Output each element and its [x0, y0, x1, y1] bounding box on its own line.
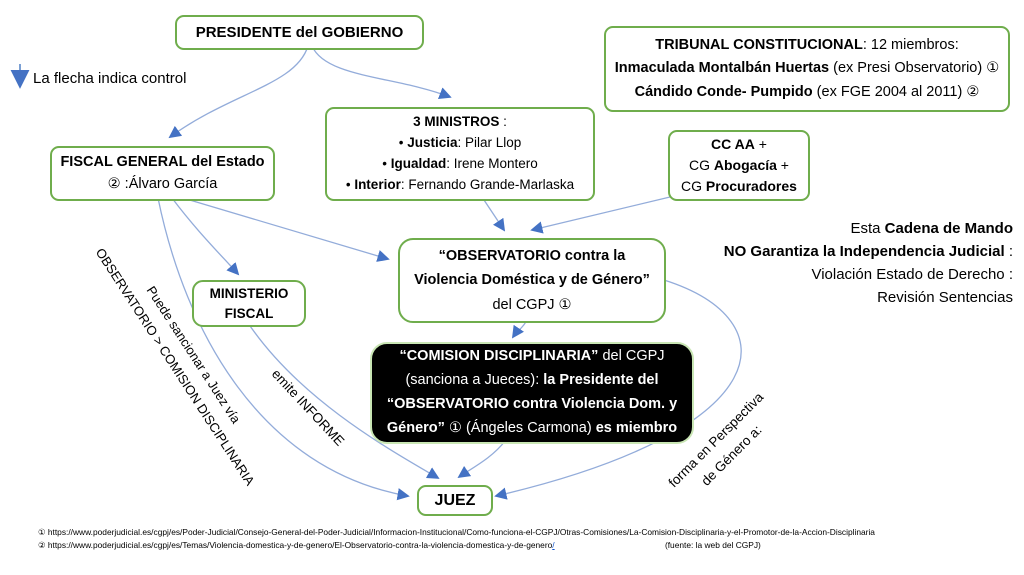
edge-ministros-to-observatorio — [481, 196, 506, 232]
edge-ccaa-to-observatorio — [530, 196, 671, 234]
footnote-2: ② https://www.poderjudicial.es/cgpj/es/T… — [38, 539, 875, 552]
edge-fiscal-to-observatorio — [182, 197, 390, 262]
footnote-2-marker: ② — [38, 539, 46, 550]
footnote-2-url: https://www.poderjudicial.es/cgpj/es/Tem… — [47, 539, 553, 550]
footnotes: ① https://www.poderjudicial.es/cgpj/es/P… — [38, 526, 875, 551]
edge-comision-to-juez — [457, 440, 506, 479]
node-3-ministros: 3 MINISTROS :• Justicia: Pilar Llop• Igu… — [325, 107, 595, 201]
node-comision-disciplinaria: “COMISION DISCIPLINARIA” del CGPJ(sancio… — [370, 342, 694, 444]
node-presidente-del-gobierno: PRESIDENTE del GOBIERNO — [175, 15, 424, 50]
footnote-1-url: https://www.poderjudicial.es/cgpj/es/Pod… — [47, 527, 875, 537]
edge-observatorio-to-juez-perspectiva — [494, 279, 742, 500]
edge-presidente-to-ministros — [311, 45, 452, 99]
footnote-1: ① https://www.poderjudicial.es/cgpj/es/P… — [38, 526, 875, 539]
edge-fiscal-to-juez — [157, 197, 410, 501]
node-tribunal-constitucional: TRIBUNAL CONSTITUCIONAL: 12 miembros:Inm… — [604, 26, 1010, 112]
footnote-1-marker: ① — [38, 527, 46, 537]
node-ccaa-abogacia-procuradores: CC AA +CG Abogacía +CG Procuradores — [668, 130, 810, 201]
edge-presidente-to-fiscal — [168, 45, 309, 139]
legend-label: La flecha indica control — [33, 70, 187, 87]
edge-ministerio-to-juez — [247, 322, 440, 479]
node-juez: JUEZ — [417, 485, 493, 516]
edge-fiscal-to-ministerio — [171, 197, 240, 276]
footnote-2-source: (fuente: la web del CGPJ) — [664, 539, 761, 550]
footnote-2-link[interactable]: / — [552, 539, 555, 550]
